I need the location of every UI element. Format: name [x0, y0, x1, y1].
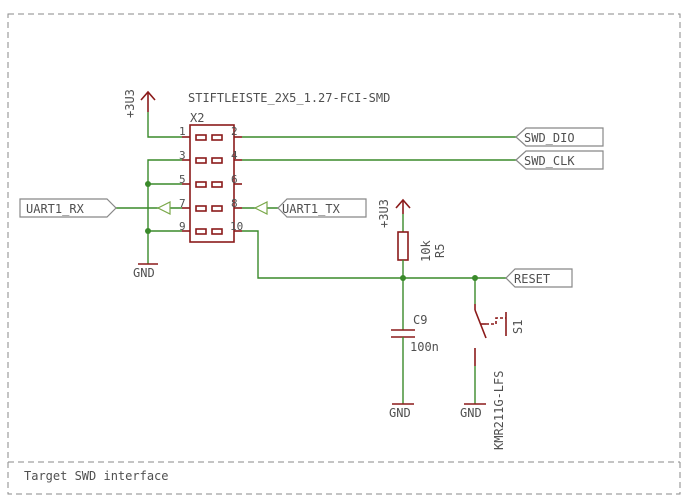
- vcc-label-right: +3U3: [377, 199, 391, 228]
- frame-title: Target SWD interface: [24, 469, 169, 483]
- gnd-label-switch: GND: [460, 406, 482, 420]
- pin-number: 8: [231, 197, 238, 210]
- capacitor-c9: [391, 329, 415, 338]
- pin-number: 2: [231, 125, 238, 138]
- reset-text: RESET: [514, 272, 550, 286]
- pin-number: 3: [179, 149, 186, 162]
- switch-s1: [474, 304, 507, 366]
- net-label-swd-dio: [515, 127, 604, 147]
- pin-number: 5: [179, 173, 186, 186]
- resistor-value: 10k: [419, 240, 433, 262]
- junction-dot: [145, 181, 151, 187]
- capacitor-value: 100n: [410, 340, 439, 354]
- net-label-swd-clk: [515, 150, 604, 170]
- net-label-uart-rx: [19, 198, 117, 218]
- gnd-label-cap: GND: [389, 406, 411, 420]
- gnd-label-left: GND: [133, 266, 155, 280]
- capacitor-ref: C9: [413, 313, 427, 327]
- vcc-symbol-left: +3U3: [123, 89, 156, 118]
- connector-ref: X2: [190, 111, 204, 125]
- connector-value: STIFTLEISTE_2X5_1.27-FCI-SMD: [188, 91, 390, 105]
- sheet-frame: [7, 13, 681, 495]
- vcc-symbol-right: [395, 198, 411, 214]
- pin-number: 6: [231, 173, 238, 186]
- swd-dio-text: SWD_DIO: [524, 131, 575, 145]
- vcc-label-left: +3U3: [123, 89, 137, 118]
- swd-clk-text: SWD_CLK: [524, 154, 575, 168]
- switch-ref: S1: [511, 320, 525, 334]
- pin-number: 4: [231, 149, 238, 162]
- net-label-uart-tx: [277, 198, 367, 218]
- pin-number: 1: [179, 125, 186, 138]
- uart-rx-text: UART1_RX: [26, 202, 85, 216]
- switch-value: KMR211G-LFS: [492, 371, 506, 450]
- tx-direction-arrow: [253, 201, 268, 215]
- uart-tx-text: UART1_TX: [282, 202, 341, 216]
- wire-reset: [242, 230, 510, 279]
- rx-direction-arrow: [156, 201, 171, 215]
- pin-number: 10: [230, 220, 243, 233]
- wire-vcc-pin1: [147, 112, 182, 138]
- connector-x2: [189, 124, 235, 243]
- junction-dot: [145, 228, 151, 234]
- pin-number: 9: [179, 220, 186, 233]
- net-label-reset: [505, 268, 573, 288]
- resistor-r5: [397, 231, 409, 261]
- pin-number: 7: [179, 197, 186, 210]
- resistor-ref: R5: [433, 244, 447, 258]
